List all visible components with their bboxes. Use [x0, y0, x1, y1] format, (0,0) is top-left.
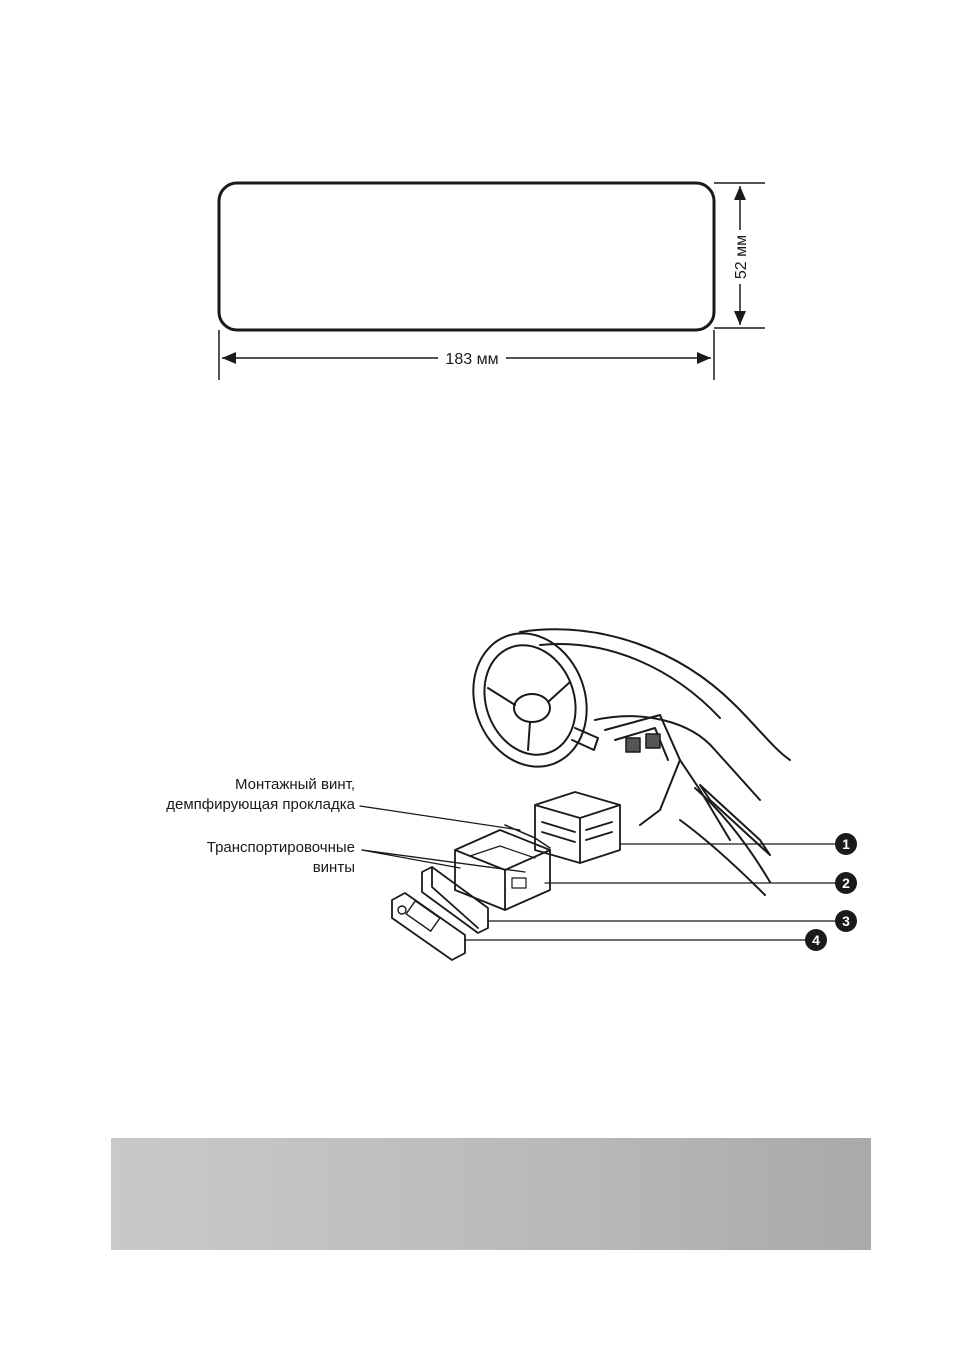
part-1-sleeve	[535, 792, 620, 863]
vent-left	[626, 738, 640, 752]
cutout-diagram: 183 мм 52 мм	[200, 170, 780, 390]
vent-right	[646, 734, 660, 748]
part-number-1: 1	[835, 833, 857, 855]
transport-screws-label-line1: Транспортировочные	[207, 838, 355, 858]
leader-transport-2	[362, 850, 525, 872]
height-arrow-top	[734, 186, 746, 200]
mounting-screw-label: Монтажный винт, демпфирующая прокладка	[166, 775, 355, 815]
part-2-chassis	[455, 825, 550, 910]
transport-screws-label: Транспортировочные винты	[207, 838, 355, 878]
cutout-outline	[219, 183, 714, 330]
part-number-2: 2	[835, 872, 857, 894]
console-side	[680, 760, 730, 840]
steering-spoke-3	[528, 722, 530, 750]
leader-mounting-screw	[360, 806, 520, 830]
steering-spoke-1	[488, 688, 515, 705]
width-arrow-right	[697, 352, 711, 364]
dashboard-edge	[595, 716, 760, 800]
installation-svg	[0, 610, 953, 970]
height-arrow-bottom	[734, 311, 746, 325]
part-number-4: 4	[805, 929, 827, 951]
width-arrow-left	[222, 352, 236, 364]
transport-screws-label-line2: винты	[207, 858, 355, 878]
part-4-front-panel	[392, 893, 465, 960]
footer-band	[111, 1138, 871, 1250]
installation-diagram	[0, 610, 953, 970]
part-number-3: 3	[835, 910, 857, 932]
steering-wheel-outer	[455, 617, 605, 782]
mounting-screw-label-line1: Монтажный винт,	[166, 775, 355, 795]
steering-hub	[514, 694, 550, 722]
leader-transport-1	[362, 850, 460, 868]
height-label: 52 мм	[733, 235, 750, 279]
steering-wheel-inner	[470, 632, 591, 767]
mounting-screw-label-line2: демпфирующая прокладка	[166, 795, 355, 815]
steering-spoke-2	[548, 682, 570, 702]
width-label: 183 мм	[445, 351, 498, 368]
door-panel-2	[680, 820, 765, 895]
cutout-svg: 183 мм 52 мм	[200, 170, 780, 390]
